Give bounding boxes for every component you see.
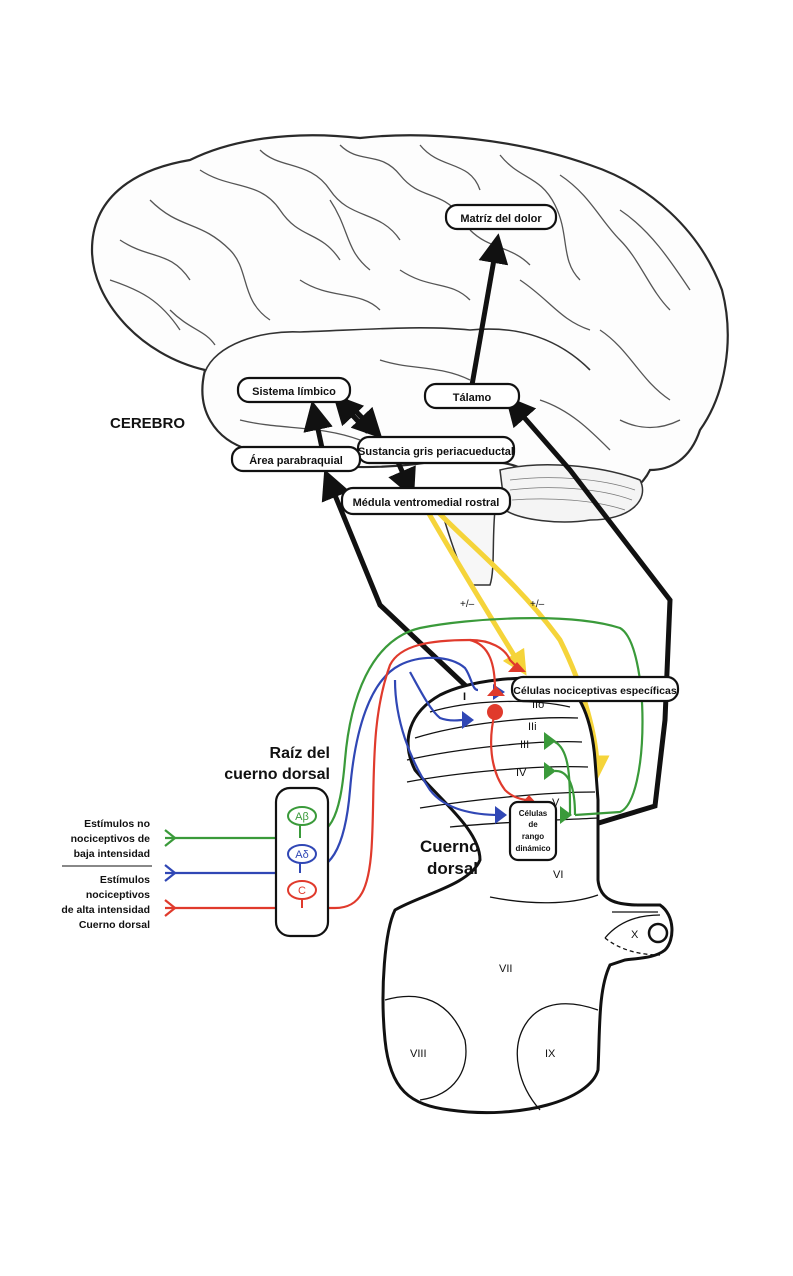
sustancia-label: Sustancia gris periacueductal bbox=[358, 446, 514, 458]
estim-no-2: nociceptivos de bbox=[71, 833, 151, 845]
root-ganglion-box bbox=[274, 786, 330, 938]
rango-label-3: rango bbox=[522, 832, 544, 841]
rango-box bbox=[508, 800, 558, 862]
black-pathway-arrows bbox=[303, 233, 673, 828]
fiber-adelta-node bbox=[287, 844, 317, 864]
talamo-label: Tálamo bbox=[453, 392, 492, 404]
fiber-c-node bbox=[287, 880, 317, 900]
estim-alta-4: Cuerno dorsal bbox=[79, 919, 150, 931]
fiber-abeta-label: Aβ bbox=[295, 811, 309, 823]
arrow-sustancia-to-limbico bbox=[332, 393, 370, 434]
parabraquial-label: Área parabraquial bbox=[249, 454, 343, 467]
cuerno-label-2: dorsal bbox=[427, 859, 478, 878]
box-texts: Matríz del dolor Tálamo Sistema límbico … bbox=[249, 213, 677, 853]
arrow-spine-to-talamo bbox=[505, 395, 673, 828]
lamina-label: IX bbox=[545, 1048, 556, 1060]
lamina-labels: I IIo IIi III IV V VI VII VIII IX X bbox=[410, 691, 639, 1060]
talamo-box bbox=[423, 382, 521, 410]
plus-minus-left: +/– bbox=[460, 599, 475, 610]
lamina-label: IV bbox=[516, 767, 527, 779]
limbico-box bbox=[236, 376, 352, 404]
fiber-c-label: C bbox=[298, 885, 306, 897]
arrow-lamina-to-parabraquial bbox=[321, 469, 470, 690]
nociceptivas-box bbox=[510, 675, 680, 703]
plus-minus-right: +/– bbox=[530, 599, 545, 610]
lamina-label: I bbox=[463, 691, 466, 703]
raiz-label-1: Raíz del bbox=[270, 745, 330, 762]
lamina-label: V bbox=[552, 797, 560, 809]
limbico-label: Sistema límbico bbox=[252, 386, 336, 398]
label-boxes bbox=[230, 203, 680, 862]
matriz-box bbox=[444, 203, 558, 231]
arrow-parabraquial-to-limbico bbox=[303, 400, 333, 449]
medula-box bbox=[340, 486, 512, 516]
lamina-label: VI bbox=[553, 869, 563, 881]
estim-alta-3: de alta intensidad bbox=[61, 904, 150, 916]
rango-label-1: Células bbox=[519, 809, 548, 818]
estim-no-3: baja intensidad bbox=[74, 848, 150, 860]
estim-no-1: Estímulos no bbox=[84, 818, 150, 830]
blue-fiber-adelta bbox=[164, 656, 501, 882]
rango-label-2: de bbox=[528, 820, 538, 829]
lamina-label: VIII bbox=[410, 1048, 427, 1060]
estim-alta-2: nociceptivos bbox=[86, 889, 150, 901]
estim-alta-1: Estímulos bbox=[100, 874, 150, 886]
fiber-adelta-label: Aδ bbox=[295, 849, 308, 861]
parabraquial-box bbox=[230, 445, 362, 473]
nociceptivas-label: Células nociceptivas específicas bbox=[513, 685, 677, 697]
yellow-descending-arrows bbox=[425, 510, 610, 781]
red-fiber-c bbox=[164, 638, 529, 917]
fiber-abeta-node bbox=[287, 806, 317, 826]
rango-label-4: dinámico bbox=[515, 844, 550, 853]
raiz-label-2: cuerno dorsal bbox=[224, 766, 330, 783]
lamina-label: III bbox=[520, 739, 529, 751]
matriz-label: Matríz del dolor bbox=[460, 213, 542, 225]
spinal-cord-section bbox=[381, 676, 674, 1115]
cuerno-label-1: Cuerno bbox=[420, 837, 480, 856]
arrow-sustancia-to-medula bbox=[388, 461, 416, 499]
stimulus-labels: Estímulos no nociceptivos de baja intens… bbox=[61, 818, 150, 931]
lamina-label: VII bbox=[499, 963, 512, 975]
arrow-talamo-to-matriz bbox=[469, 233, 509, 386]
lamina-label: X bbox=[631, 929, 639, 941]
medula-label: Médula ventromedial rostral bbox=[353, 497, 500, 509]
cerebro-label: CEREBRO bbox=[110, 415, 185, 432]
lamina-label: IIi bbox=[528, 721, 537, 733]
brain-illustration bbox=[90, 134, 729, 586]
